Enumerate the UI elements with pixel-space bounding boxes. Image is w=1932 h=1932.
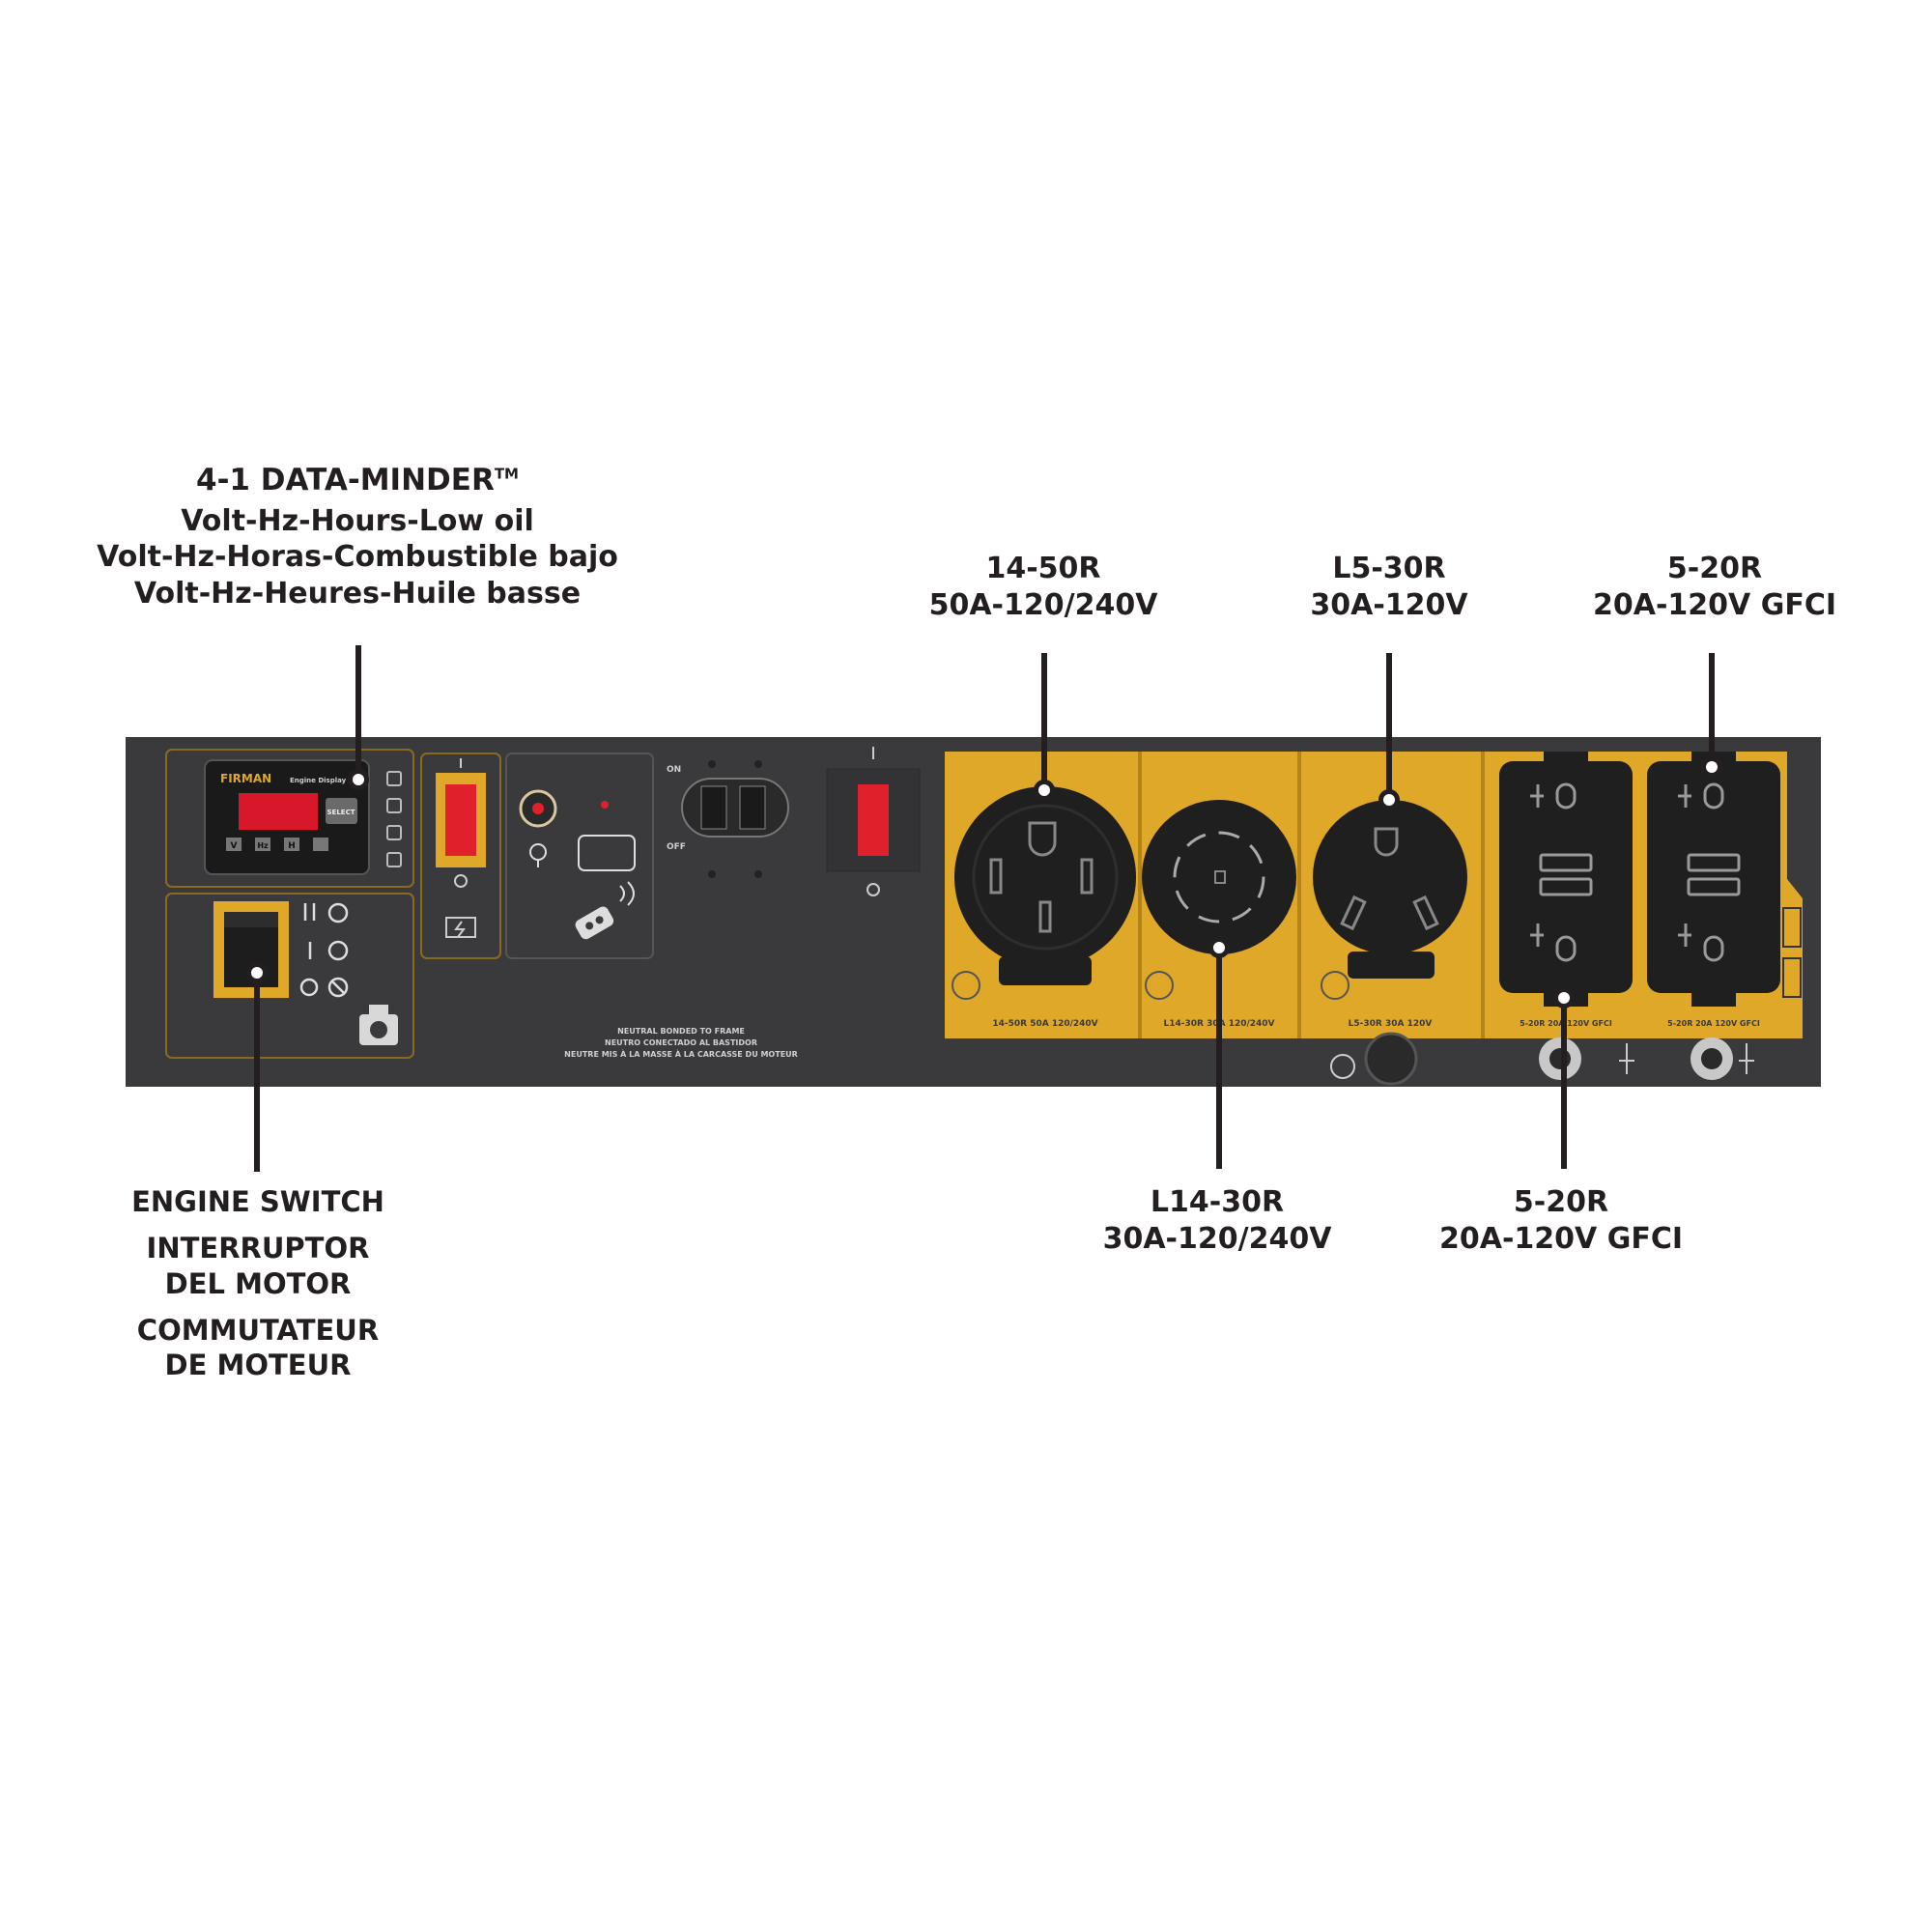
remote-fob-icon: [575, 906, 614, 940]
status-icons: [386, 771, 402, 867]
callout-engine-switch: ENGINE SWITCH INTERRUPTOR DEL MOTOR COMM…: [131, 1185, 384, 1381]
main-breaker: ON OFF: [667, 760, 789, 878]
leader-l5-30r: [1386, 653, 1392, 796]
battery-module: [420, 753, 501, 959]
leader-14-50r: [1041, 653, 1047, 790]
leader-data-minder: [355, 645, 361, 779]
svg-text:NEUTRAL BONDED TO FRAME: NEUTRAL BONDED TO FRAME: [617, 1027, 745, 1036]
leader-dot-engine-switch: [246, 962, 268, 983]
leader-l14-30r: [1216, 947, 1222, 1169]
ground-terminal: [1330, 1032, 1418, 1086]
leader-dot-5-20r-bottom: [1553, 987, 1575, 1009]
main-breaker-toggle-2[interactable]: [739, 785, 766, 830]
svg-text:H: H: [288, 841, 296, 851]
battery-breaker-switch[interactable]: [445, 784, 476, 856]
data-minder-module: FIRMAN Engine Display SELECT V Hz H: [165, 749, 414, 888]
leader-dot-l5-30r: [1378, 789, 1400, 810]
leader-5-20r-top: [1709, 653, 1715, 761]
battery-icon: [445, 917, 476, 938]
light-bulb-icon: [529, 843, 547, 867]
outlet-5-20r-gfci-2[interactable]: [1647, 752, 1780, 1007]
callout-5-20r-top: 5-20R 20A-120V GFCI: [1593, 552, 1836, 622]
digital-readout: [239, 793, 318, 830]
gfci-test-buttons: [1539, 1037, 1754, 1080]
callout-l5-30r: L5-30R 30A-120V: [1310, 552, 1468, 622]
svg-text:V: V: [231, 841, 238, 851]
outlet-l14-30r[interactable]: [1142, 800, 1296, 1000]
select-button[interactable]: [326, 798, 357, 824]
svg-text:5-20R 20A 120V GFCI: 5-20R 20A 120V GFCI: [1667, 1019, 1760, 1028]
brand-logo: FIRMAN: [220, 772, 271, 785]
svg-text:NEUTRE MIS À LA MASSE À LA CAR: NEUTRE MIS À LA MASSE À LA CARCASSE DU M…: [564, 1048, 798, 1059]
svg-text:14-50R 50A 120/240V: 14-50R 50A 120/240V: [992, 1019, 1097, 1029]
callout-5-20r-bottom: 5-20R 20A-120V GFCI: [1439, 1185, 1683, 1256]
svg-text:SELECT: SELECT: [327, 809, 355, 816]
svg-text:NEUTRO CONECTADO AL BASTIDOR: NEUTRO CONECTADO AL BASTIDOR: [605, 1038, 757, 1047]
outlet-breaker: [826, 747, 921, 896]
main-breaker-toggle-1[interactable]: [700, 785, 727, 830]
svg-text:L5-30R 30A 120V: L5-30R 30A 120V: [1349, 1019, 1433, 1029]
svg-text:OFF: OFF: [667, 842, 686, 852]
leader-5-20r-bottom: [1561, 993, 1567, 1169]
outlet-5-20r-gfci-1[interactable]: [1499, 752, 1633, 1007]
svg-text:Hz: Hz: [257, 841, 269, 850]
status-led: [601, 801, 609, 809]
leader-engine-switch: [254, 969, 260, 1172]
callout-14-50r: 14-50R 50A-120/240V: [928, 552, 1158, 622]
svg-text:ON: ON: [667, 765, 681, 775]
callout-l14-30r: L14-30R 30A-120/240V: [1102, 1185, 1332, 1256]
svg-text:Engine Display: Engine Display: [290, 777, 347, 784]
callout-data-minder: 4-1 DATA-MINDERTM Volt-Hz-Hours-Low oil …: [97, 463, 618, 611]
leader-dot-5-20r-top: [1701, 756, 1722, 778]
outlet-breaker-switch[interactable]: [858, 784, 889, 856]
outlet-14-50r[interactable]: [952, 786, 1136, 1000]
remote-start-module: [505, 753, 654, 959]
display-keys: V Hz H: [226, 838, 328, 851]
leader-dot-data-minder: [348, 769, 369, 790]
engine-icon: [359, 1005, 398, 1045]
outlet-l5-30r[interactable]: [1313, 800, 1467, 1000]
leader-dot-14-50r: [1034, 780, 1055, 801]
engine-mode-icons: [299, 902, 349, 998]
remote-pair-icon: [578, 835, 636, 871]
neutral-bond-notice: NEUTRAL BONDED TO FRAME NEUTRO CONECTADO…: [564, 1027, 798, 1059]
leader-dot-l14-30r: [1208, 937, 1230, 958]
